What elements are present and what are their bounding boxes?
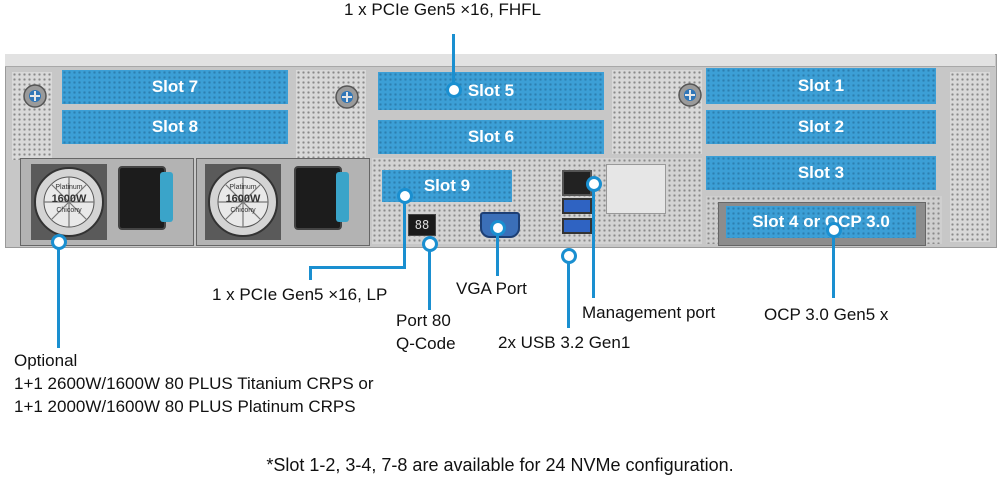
blank-bracket	[606, 164, 666, 214]
slot-9: Slot 9	[382, 170, 512, 202]
usb-port-2	[562, 218, 592, 234]
label-port80-line1: Port 80	[396, 311, 451, 330]
slot-9-label: Slot 9	[423, 176, 471, 195]
callout-line-pcie-lp-drop	[309, 266, 312, 280]
slot-7: Slot 7	[62, 70, 288, 104]
label-usb: 2x USB 3.2 Gen1	[498, 333, 631, 352]
callout-line-top-pcie	[452, 34, 455, 86]
psu-1-ac-inlet	[118, 166, 166, 230]
label-top-pcie: 1 x PCIe Gen5 ×16, FHFL	[344, 0, 542, 19]
psu-2-grade: Platinum	[229, 184, 257, 191]
chassis-top-rail	[5, 54, 995, 67]
slot-4-label: Slot 4 or OCP 3.0	[752, 212, 890, 231]
slot-6: Slot 6	[378, 120, 604, 154]
psu-2-brand: Chicony	[230, 207, 256, 214]
thumb-screw-left	[23, 84, 47, 108]
callout-dot-vga	[490, 220, 506, 236]
callout-line-port80	[428, 244, 431, 310]
psu-1-handle	[160, 172, 173, 222]
callout-dot-ocp	[826, 222, 842, 238]
callout-line-psu	[57, 242, 60, 348]
slot-8-label: Slot 8	[151, 117, 199, 136]
port80-digits: 88	[414, 218, 430, 232]
callout-line-vga	[496, 230, 499, 276]
right-vent-column	[950, 72, 990, 242]
footnote: *Slot 1-2, 3-4, 7-8 are available for 24…	[266, 455, 734, 475]
psu-2-watt: 1600W	[225, 193, 261, 205]
callout-dot-psu	[51, 234, 67, 250]
callout-dot-pcie-lp	[397, 188, 413, 204]
callout-line-pcie-lp-horizontal	[309, 266, 406, 269]
slot-7-label: Slot 7	[151, 77, 199, 96]
slot-3: Slot 3	[706, 156, 936, 190]
slot-1-label: Slot 1	[797, 76, 845, 95]
psu-2-handle	[336, 172, 349, 222]
slot-5: Slot 5	[378, 72, 604, 110]
callout-line-usb	[567, 258, 570, 328]
callout-line-pcie-lp-vertical	[403, 196, 406, 268]
label-psu-line2: 1+1 2600W/1600W 80 PLUS Titanium CRPS or	[14, 374, 374, 393]
label-pcie-lp: 1 x PCIe Gen5 ×16, LP	[212, 285, 388, 304]
callout-line-ocp	[832, 232, 835, 298]
psu-2-ac-inlet	[294, 166, 342, 230]
slot-3-label: Slot 3	[797, 163, 845, 182]
slot-5-label: Slot 5	[467, 81, 515, 100]
usb-port-1	[562, 198, 592, 214]
callout-line-mgmt	[592, 186, 595, 298]
psu-1-watt: 1600W	[51, 193, 87, 205]
callout-dot-top-pcie	[446, 82, 462, 98]
label-vga: VGA Port	[456, 279, 527, 298]
label-ocp: OCP 3.0 Gen5 x	[764, 305, 889, 324]
label-psu-line3: 1+1 2000W/1600W 80 PLUS Platinum CRPS	[14, 397, 356, 416]
slot-2-label: Slot 2	[797, 117, 845, 136]
psu-1-fan-icon	[31, 164, 107, 240]
callout-dot-mgmt	[586, 176, 602, 192]
psu-1-grade: Platinum	[55, 184, 83, 191]
label-psu-line1: Optional	[14, 351, 78, 370]
label-port80-line2: Q-Code	[396, 334, 456, 353]
thumb-screw-right	[678, 83, 702, 107]
thumb-screw-center	[335, 85, 359, 109]
slot-4-ocp: Slot 4 or OCP 3.0	[726, 206, 916, 238]
slot-2: Slot 2	[706, 110, 936, 144]
label-mgmt: Management port	[582, 303, 716, 322]
callout-dot-port80	[422, 236, 438, 252]
left-middle-mesh	[296, 70, 366, 158]
slot-6-label: Slot 6	[467, 127, 515, 146]
slot-1: Slot 1	[706, 68, 936, 104]
slot-8: Slot 8	[62, 110, 288, 144]
callout-dot-usb	[561, 248, 577, 264]
psu-1-brand: Chicony	[56, 207, 82, 214]
port80-display: 88	[408, 214, 436, 236]
psu-2-fan-icon	[205, 164, 281, 240]
